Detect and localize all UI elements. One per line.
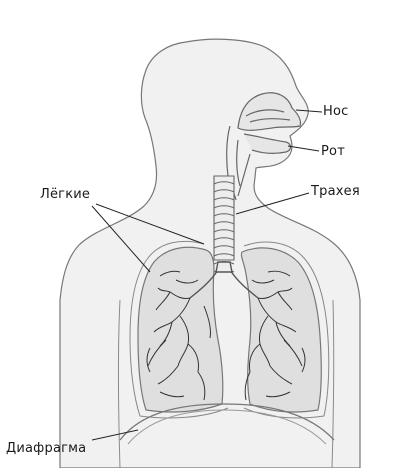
mouth-label: Рот — [321, 144, 345, 159]
nose-label: Нос — [323, 104, 348, 119]
trachea — [214, 176, 234, 272]
diaphragm-label: Диафрагма — [6, 441, 86, 456]
mouth-leader — [288, 146, 319, 151]
lungs-label: Лёгкие — [40, 187, 90, 202]
trachea-label: Трахея — [311, 184, 360, 199]
